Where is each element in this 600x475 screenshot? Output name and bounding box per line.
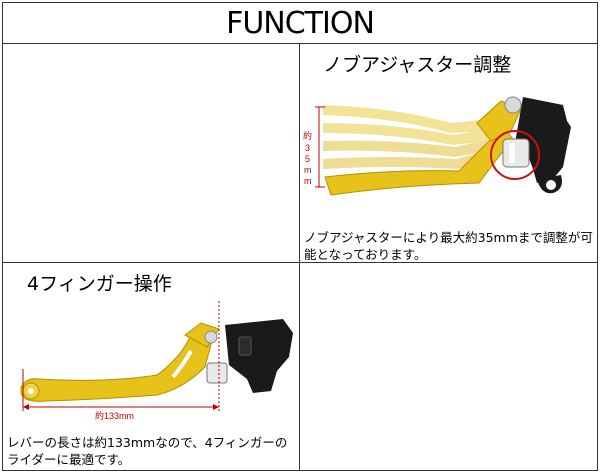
- column-divider: [299, 43, 300, 470]
- dimension-char-2: 3: [305, 143, 310, 153]
- dimension-char-1: 約: [303, 130, 312, 141]
- bracket: [515, 97, 571, 183]
- dimension-char-5: m: [304, 176, 312, 186]
- adjuster-illustration: 約 3 5 m m: [303, 96, 571, 196]
- adjuster-caption: ノブアジャスターにより最大約35mmまで調整が可能となっております。: [304, 230, 593, 262]
- adjuster-highlight-circle: [490, 130, 540, 180]
- four-finger-caption: レバーの長さは約133mmなので、4フィンガーのライダーに最適です。: [7, 435, 288, 467]
- dimension-char-4: m: [304, 165, 312, 175]
- empty-cell: [3, 44, 299, 262]
- adjuster-heading: ノブアジャスター調整: [323, 54, 512, 76]
- bracket: [225, 319, 293, 393]
- adjuster-knob: [206, 362, 228, 384]
- length-label: 約133mm: [95, 410, 134, 421]
- dimension-char-3: 5: [305, 154, 310, 164]
- empty-cell: [300, 263, 597, 470]
- four-finger-illustration: 約133mm: [20, 301, 293, 421]
- row-divider: [3, 262, 597, 263]
- lever-ghost-positions: [323, 105, 491, 169]
- title-divider: [3, 43, 597, 44]
- four-finger-heading: 4フィンガー操作: [27, 273, 172, 295]
- page-title: FUNCTION: [226, 5, 375, 41]
- adjuster-knob: [502, 138, 530, 168]
- length-dimension: 約133mm: [22, 301, 220, 421]
- adjuster-dimension: 約 3 5 m m: [303, 106, 325, 188]
